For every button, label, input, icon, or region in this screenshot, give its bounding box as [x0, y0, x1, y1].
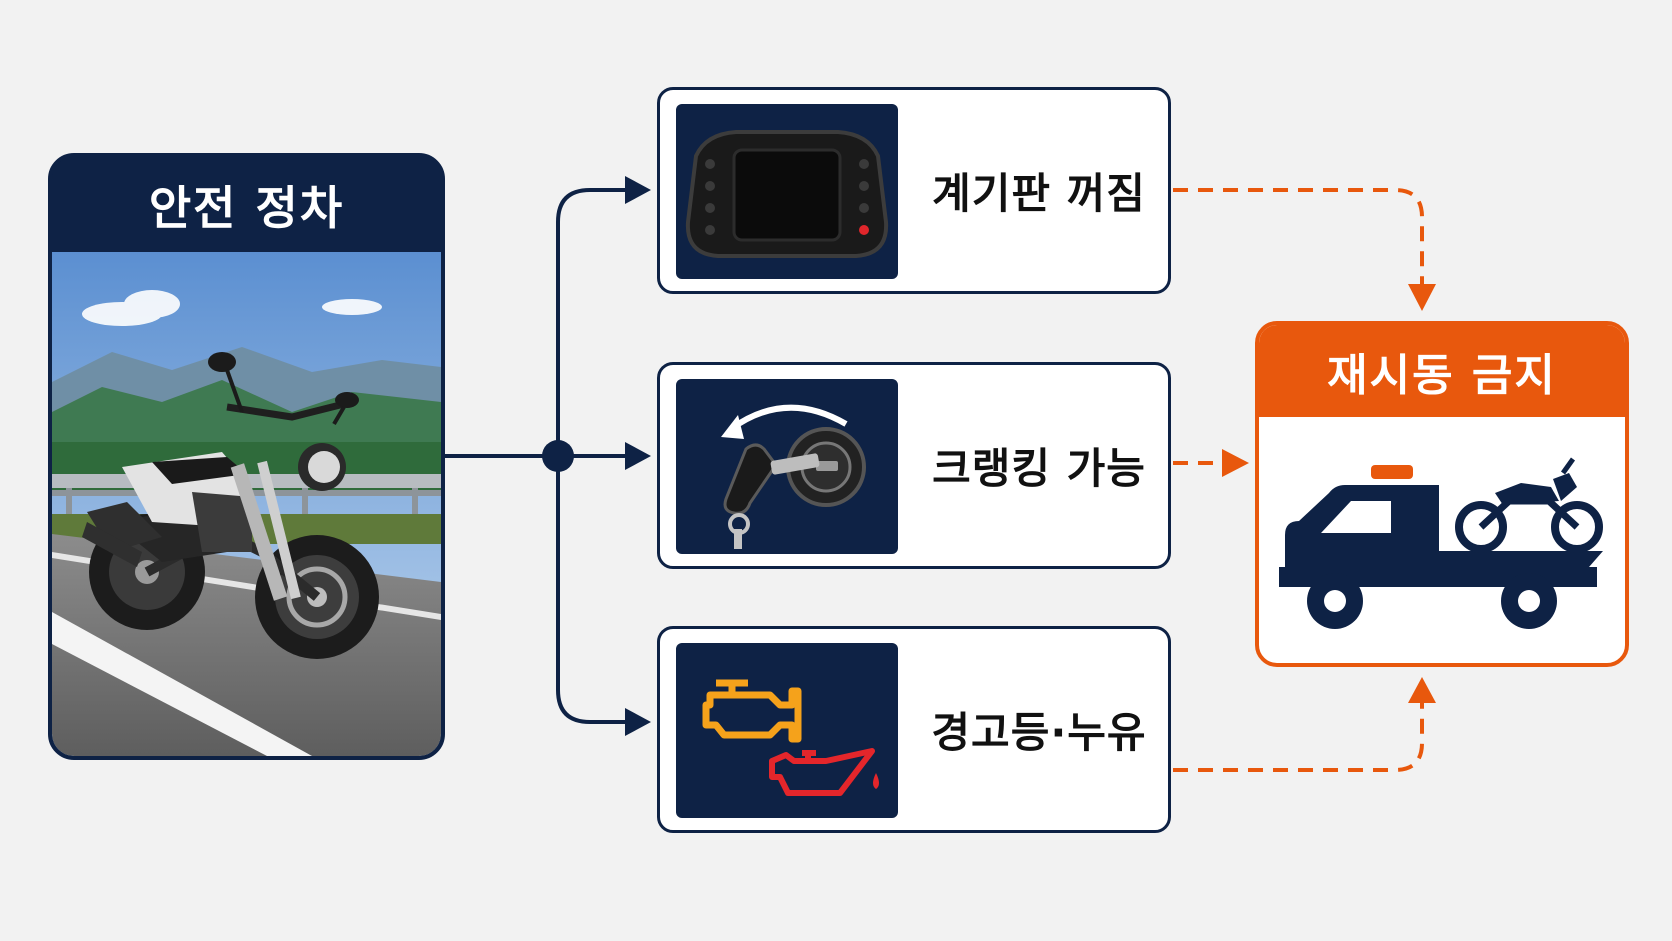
dashboard-off-icon: [676, 104, 898, 279]
symptom-card-dashboard-off: 계기판 꺼짐: [657, 87, 1171, 294]
result-title: 재시동 금지: [1259, 325, 1625, 417]
beacon-light: [1371, 465, 1413, 479]
symptom-card-cranking: 크랭킹 가능: [657, 362, 1171, 569]
hub-node: [542, 440, 574, 472]
arrowhead-warning: [625, 708, 651, 736]
connector-dashboard-to-result: [1173, 188, 1424, 285]
engine-warning-icon: [702, 679, 802, 743]
tow-truck-icon: [1259, 417, 1625, 663]
symptom-card-warning-leak: 경고등·누유: [657, 626, 1171, 833]
symptom-label: 경고등·누유: [931, 708, 1147, 757]
connector-hub-to-warning: [556, 456, 628, 724]
symptom-label: 계기판 꺼짐: [932, 169, 1146, 218]
connector-hub-to-dashboard: [556, 188, 628, 456]
connector-warning-to-result: [1173, 700, 1424, 772]
navy-connectors: [445, 188, 628, 724]
motorcycle-scene: [52, 252, 441, 756]
clouds: [82, 290, 382, 326]
arrowhead-cranking: [625, 442, 651, 470]
motorcycle: [82, 352, 379, 659]
motorcycle-roadside-photo: [52, 252, 441, 756]
towed-motorcycle-icon: [1455, 457, 1603, 553]
road-line: [52, 612, 312, 756]
start-card: 안전 정차: [48, 153, 445, 760]
arrowhead-dashboard: [625, 176, 651, 204]
result-card-no-restart: 재시동 금지: [1255, 321, 1629, 667]
arrowhead-result-bottom: [1408, 677, 1436, 703]
ignition-key-icon: [676, 379, 898, 554]
symptom-label: 크랭킹 가능: [932, 444, 1146, 493]
engine-oil-warning-icon: [676, 643, 898, 818]
start-title: 안전 정차: [148, 180, 345, 235]
arrowhead-result-top: [1408, 284, 1436, 311]
orange-connectors: [1173, 188, 1424, 772]
arrowhead-result-side: [1222, 449, 1249, 477]
oil-can-icon: [769, 748, 875, 796]
